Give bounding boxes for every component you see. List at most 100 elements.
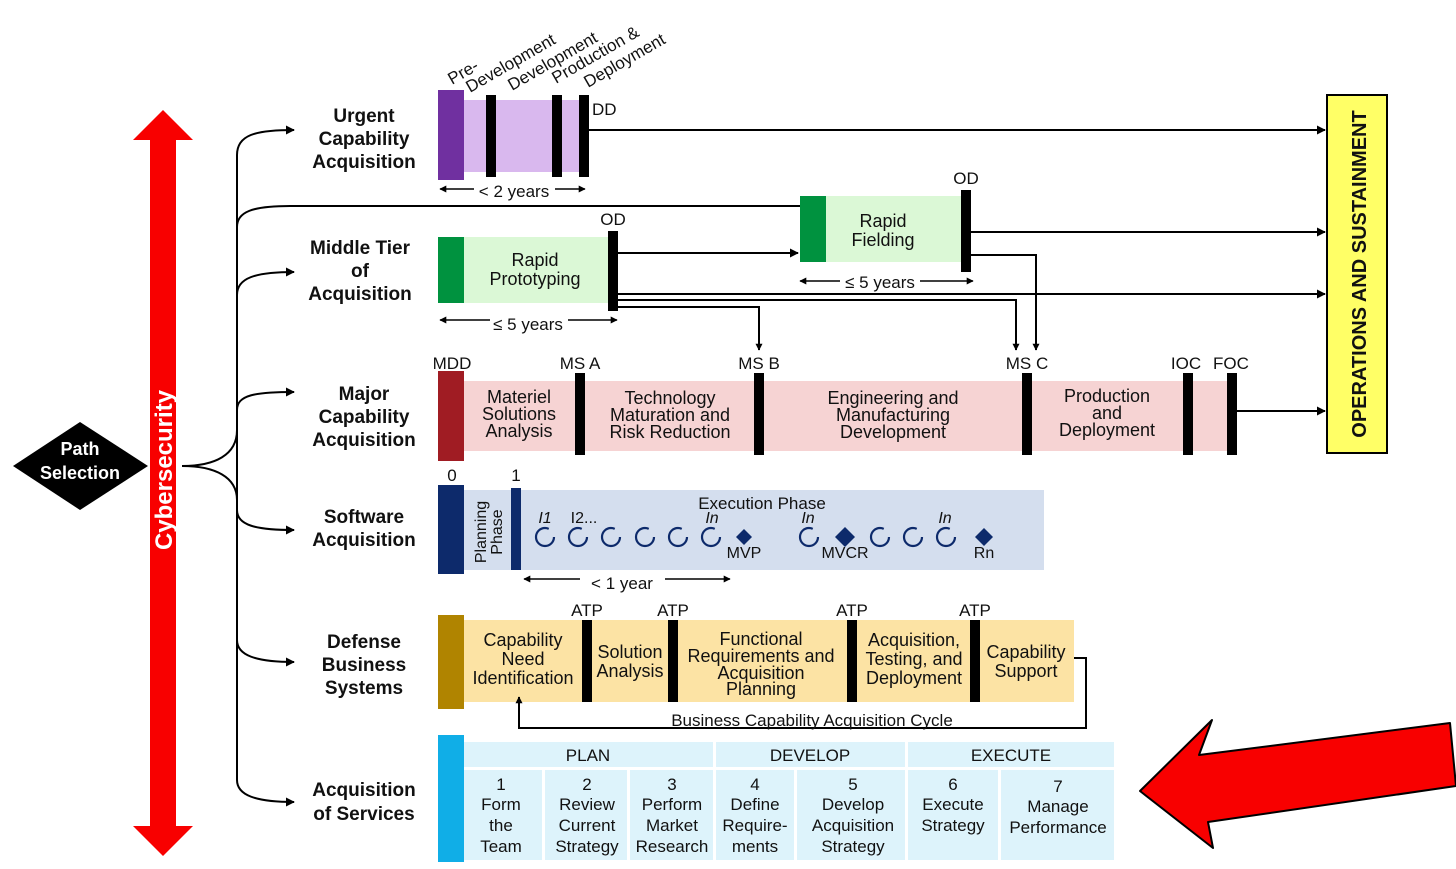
pd-label-1: Production — [1064, 386, 1150, 406]
mta-fielding-bar — [826, 196, 961, 262]
highlight-arrow — [1139, 719, 1456, 849]
step-2-line-1: Review — [559, 795, 615, 814]
atp-label-3: ATP — [836, 601, 868, 620]
mvcr-label: MVCR — [821, 545, 868, 562]
step-5-line-2: Acquisition — [812, 816, 894, 835]
step-4-line-2: Require- — [722, 816, 787, 835]
services-label-2: of Services — [313, 804, 414, 825]
execution-phase-label: Execution Phase — [698, 494, 826, 513]
emd-label-1: Engineering and — [827, 388, 958, 408]
dbs-start-block — [438, 615, 464, 709]
pathway-labels: Urgent Capability Acquisition Middle Tie… — [308, 106, 415, 825]
step-1-line-1: Form — [481, 795, 521, 814]
cs-label-1: Capability — [986, 642, 1065, 662]
dbs-row: ATP ATP ATP ATP Capability Need Identifi… — [438, 601, 1087, 730]
step-6-line-2: Strategy — [921, 816, 985, 835]
sw-label-2: Acquisition — [312, 530, 415, 551]
mta-label-3: Acquisition — [308, 284, 411, 305]
pd-label-3: Deployment — [1059, 420, 1155, 440]
step-5-line-1: Develop — [822, 795, 884, 814]
pd-label-2: and — [1092, 403, 1122, 423]
uca-duration: < 2 years — [479, 182, 549, 201]
mta-label-2: of — [351, 261, 370, 282]
rapid-prototyping-label-2: Prototyping — [489, 269, 580, 289]
mta-prototyping-bar — [464, 237, 609, 303]
atp-label-4: ATP — [959, 601, 991, 620]
dbs-label-2: Business — [322, 655, 406, 676]
mca-label-2: Capability — [319, 407, 410, 428]
milestone-foc: FOC — [1213, 354, 1249, 373]
mta-duration-1: ≤ 5 years — [493, 315, 563, 334]
sw-start-block — [438, 485, 464, 574]
mta-label-1: Middle Tier — [310, 238, 411, 259]
step-2-num: 2 — [582, 775, 591, 794]
step-7-num: 7 — [1053, 777, 1062, 796]
iter-label-n-3: In — [938, 510, 951, 527]
group-execute: EXECUTE — [971, 746, 1051, 765]
iter-label-2: I2... — [571, 510, 598, 527]
rapid-fielding-label-1: Rapid — [859, 211, 906, 231]
step-5-line-3: Strategy — [821, 837, 885, 856]
mca-label-1: Major — [339, 384, 390, 405]
path-selection-node: Path Selection — [13, 422, 148, 510]
rn-label: Rn — [974, 545, 994, 562]
bcac-label: Business Capability Acquisition Cycle — [671, 711, 953, 730]
cni-label-1: Capability — [483, 630, 562, 650]
mta-prototyping-start — [438, 237, 464, 303]
atp-label-1: ATP — [571, 601, 603, 620]
mca-bar — [464, 381, 1229, 451]
step-1-line-2: the — [489, 816, 513, 835]
atd-label-1: Acquisition, — [868, 630, 960, 650]
cybersecurity-label: Cybersecurity — [151, 389, 178, 550]
milestone-ms-b: MS B — [738, 354, 780, 373]
step-7-line-2: Performance — [1009, 818, 1106, 837]
dbs-label-1: Defense — [327, 632, 401, 653]
iteration-cycles — [534, 526, 957, 548]
uca-row: Pre- Development Development Production … — [438, 22, 1326, 201]
step-1-line-3: Team — [480, 837, 522, 856]
urgent-label-3: Acquisition — [312, 152, 415, 173]
sw-label-1: Software — [324, 507, 404, 528]
mvcr-diamond — [835, 527, 855, 547]
msa-label-3: Analysis — [485, 421, 552, 441]
mvp-diamond — [736, 529, 752, 545]
rapid-fielding-label-2: Fielding — [851, 230, 914, 250]
group-plan: PLAN — [566, 746, 610, 765]
emd-label-2: Manufacturing — [836, 405, 950, 425]
mvp-label: MVP — [727, 545, 762, 562]
atp-label-2: ATP — [657, 601, 689, 620]
step-5-num: 5 — [848, 775, 857, 794]
sa-label-2: Analysis — [596, 661, 663, 681]
uca-dd-label: DD — [592, 100, 617, 119]
operations-sustainment-label: OPERATIONS AND SUSTAINMENT — [1349, 110, 1371, 437]
emd-label-3: Development — [840, 422, 946, 442]
mca-label-3: Acquisition — [312, 430, 415, 451]
tmrr-label-2: Maturation and — [610, 405, 730, 425]
step-3-line-2: Market — [646, 816, 698, 835]
frap-label-3: Acquisition — [717, 663, 804, 683]
step-3-num: 3 — [667, 775, 676, 794]
cs-label-2: Support — [994, 661, 1057, 681]
step-7-line-1: Manage — [1027, 797, 1088, 816]
step-2-line-2: Current — [559, 816, 616, 835]
mta-row: Rapid Prototyping OD Rapid Fielding OD ≤… — [438, 169, 1326, 351]
rapid-prototyping-label-1: Rapid — [511, 250, 558, 270]
uca-bar — [464, 100, 586, 172]
step-6-num: 6 — [948, 775, 957, 794]
step-1-num: 1 — [496, 775, 505, 794]
tmrr-label-1: Technology — [624, 388, 715, 408]
services-label-1: Acquisition — [312, 780, 415, 801]
step-4-line-3: ments — [732, 837, 778, 856]
msa-label-2: Solutions — [482, 404, 556, 424]
sw-bar — [464, 490, 1044, 570]
frap-label-4: Planning — [726, 679, 796, 699]
urgent-label-2: Capability — [319, 129, 410, 150]
mta-od-label-1: OD — [600, 210, 626, 229]
atd-label-2: Testing, and — [865, 649, 962, 669]
iter-label-1: I1 — [538, 510, 551, 527]
group-develop: DEVELOP — [770, 746, 850, 765]
sw-marker-0: 0 — [447, 466, 456, 485]
step-4-line-1: Define — [730, 795, 779, 814]
iter-label-n-1: In — [705, 510, 718, 527]
